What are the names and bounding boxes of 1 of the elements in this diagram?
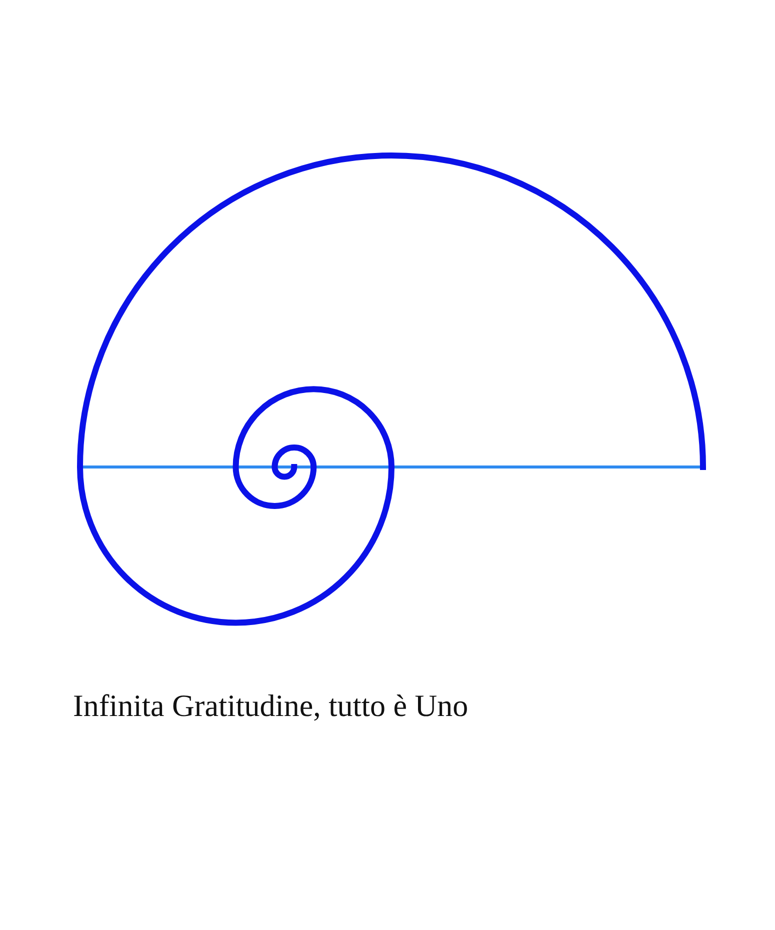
caption: Infinita Gratitudine, tutto è Uno — [73, 688, 468, 724]
